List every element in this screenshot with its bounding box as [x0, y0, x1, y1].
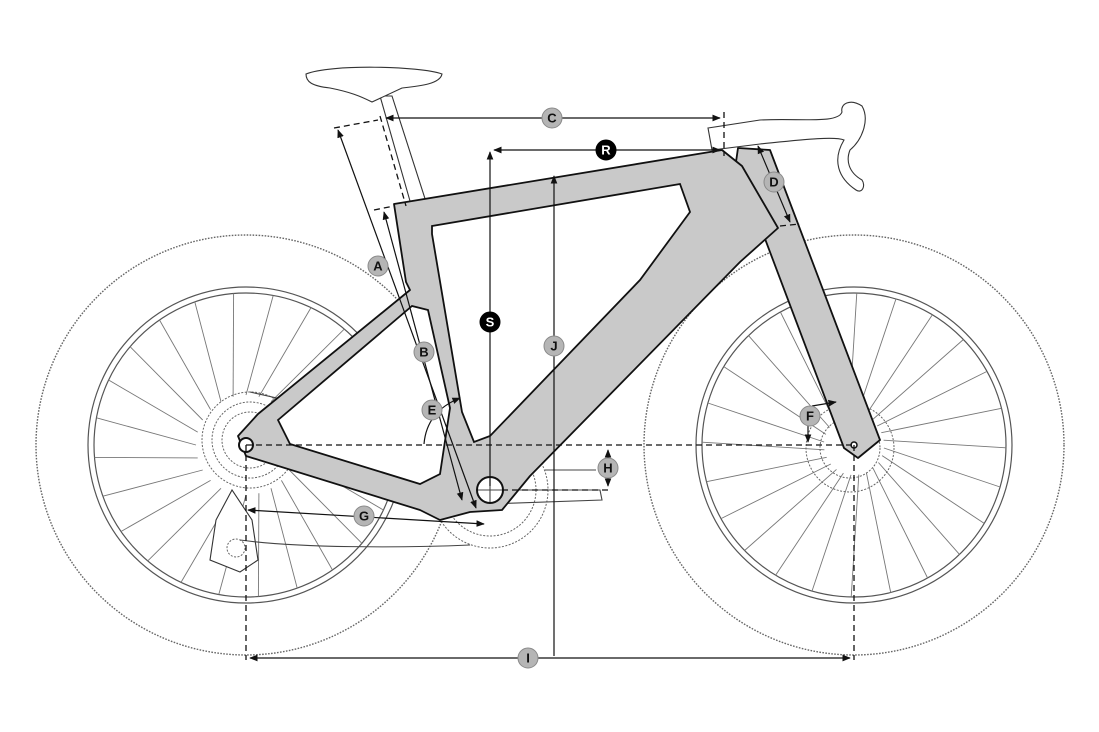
wheel-spoke: [245, 295, 274, 396]
wheel-spoke: [194, 301, 222, 402]
svg-text:C: C: [547, 111, 557, 126]
wheel-spoke: [288, 469, 363, 544]
wheel-spoke: [864, 314, 933, 418]
label-C: C: [541, 107, 563, 129]
wheel-spoke: [706, 456, 827, 483]
label-G: G: [353, 505, 375, 527]
wheel-spoke: [881, 455, 985, 524]
label-J: J: [543, 335, 565, 357]
wheel-spoke: [883, 447, 1001, 488]
label-R: R: [595, 139, 617, 161]
wheel-spoke: [159, 319, 211, 410]
svg-text:R: R: [601, 143, 611, 158]
wheel-spoke: [96, 417, 197, 446]
wheel-spoke: [257, 493, 260, 597]
wheel-spoke: [102, 469, 203, 497]
svg-text:I: I: [526, 651, 530, 666]
wheel-spoke: [108, 379, 198, 433]
label-F: F: [799, 405, 821, 427]
wheel-spoke: [147, 487, 222, 562]
label-B: B: [413, 341, 435, 363]
svg-text:S: S: [486, 315, 495, 330]
rear-derailleur: [209, 488, 259, 573]
wheel-spoke: [775, 472, 844, 576]
saddle: [305, 66, 443, 103]
wheel-spoke: [850, 474, 860, 598]
wheel-spoke: [881, 407, 1002, 434]
svg-text:D: D: [769, 175, 778, 190]
wheel-spoke: [878, 462, 960, 555]
wheel-spoke: [270, 488, 298, 589]
label-A: A: [367, 255, 389, 277]
wheel-spoke: [883, 439, 1007, 449]
wheel-spoke: [871, 339, 964, 421]
wheel-spoke: [865, 472, 892, 593]
label-E: E: [421, 399, 443, 421]
wheel-spoke: [811, 474, 852, 592]
wheel-spoke: [701, 441, 825, 451]
label-S: S: [479, 311, 501, 333]
wheel-spoke: [270, 328, 345, 403]
svg-text:J: J: [550, 339, 557, 354]
svg-text:B: B: [419, 345, 428, 360]
wheel-spoke: [720, 463, 832, 520]
wheel-spoke: [744, 469, 837, 551]
svg-text:A: A: [373, 259, 383, 274]
wheel-spoke: [129, 346, 204, 421]
svg-text:G: G: [359, 509, 369, 524]
label-H: H: [597, 457, 619, 479]
wheel-spoke: [876, 370, 988, 427]
chain-lower: [239, 539, 471, 548]
wheel-spoke: [258, 307, 312, 397]
label-D: D: [763, 171, 785, 193]
seatpost: [305, 66, 443, 209]
wheel-spoke: [120, 480, 211, 532]
svg-text:F: F: [806, 409, 814, 424]
wheel-spoke: [94, 456, 198, 459]
label-I: I: [517, 647, 539, 669]
svg-text:H: H: [603, 461, 612, 476]
svg-text:E: E: [428, 403, 437, 418]
wheel-spoke: [872, 467, 929, 579]
wheel-spoke: [232, 293, 235, 397]
